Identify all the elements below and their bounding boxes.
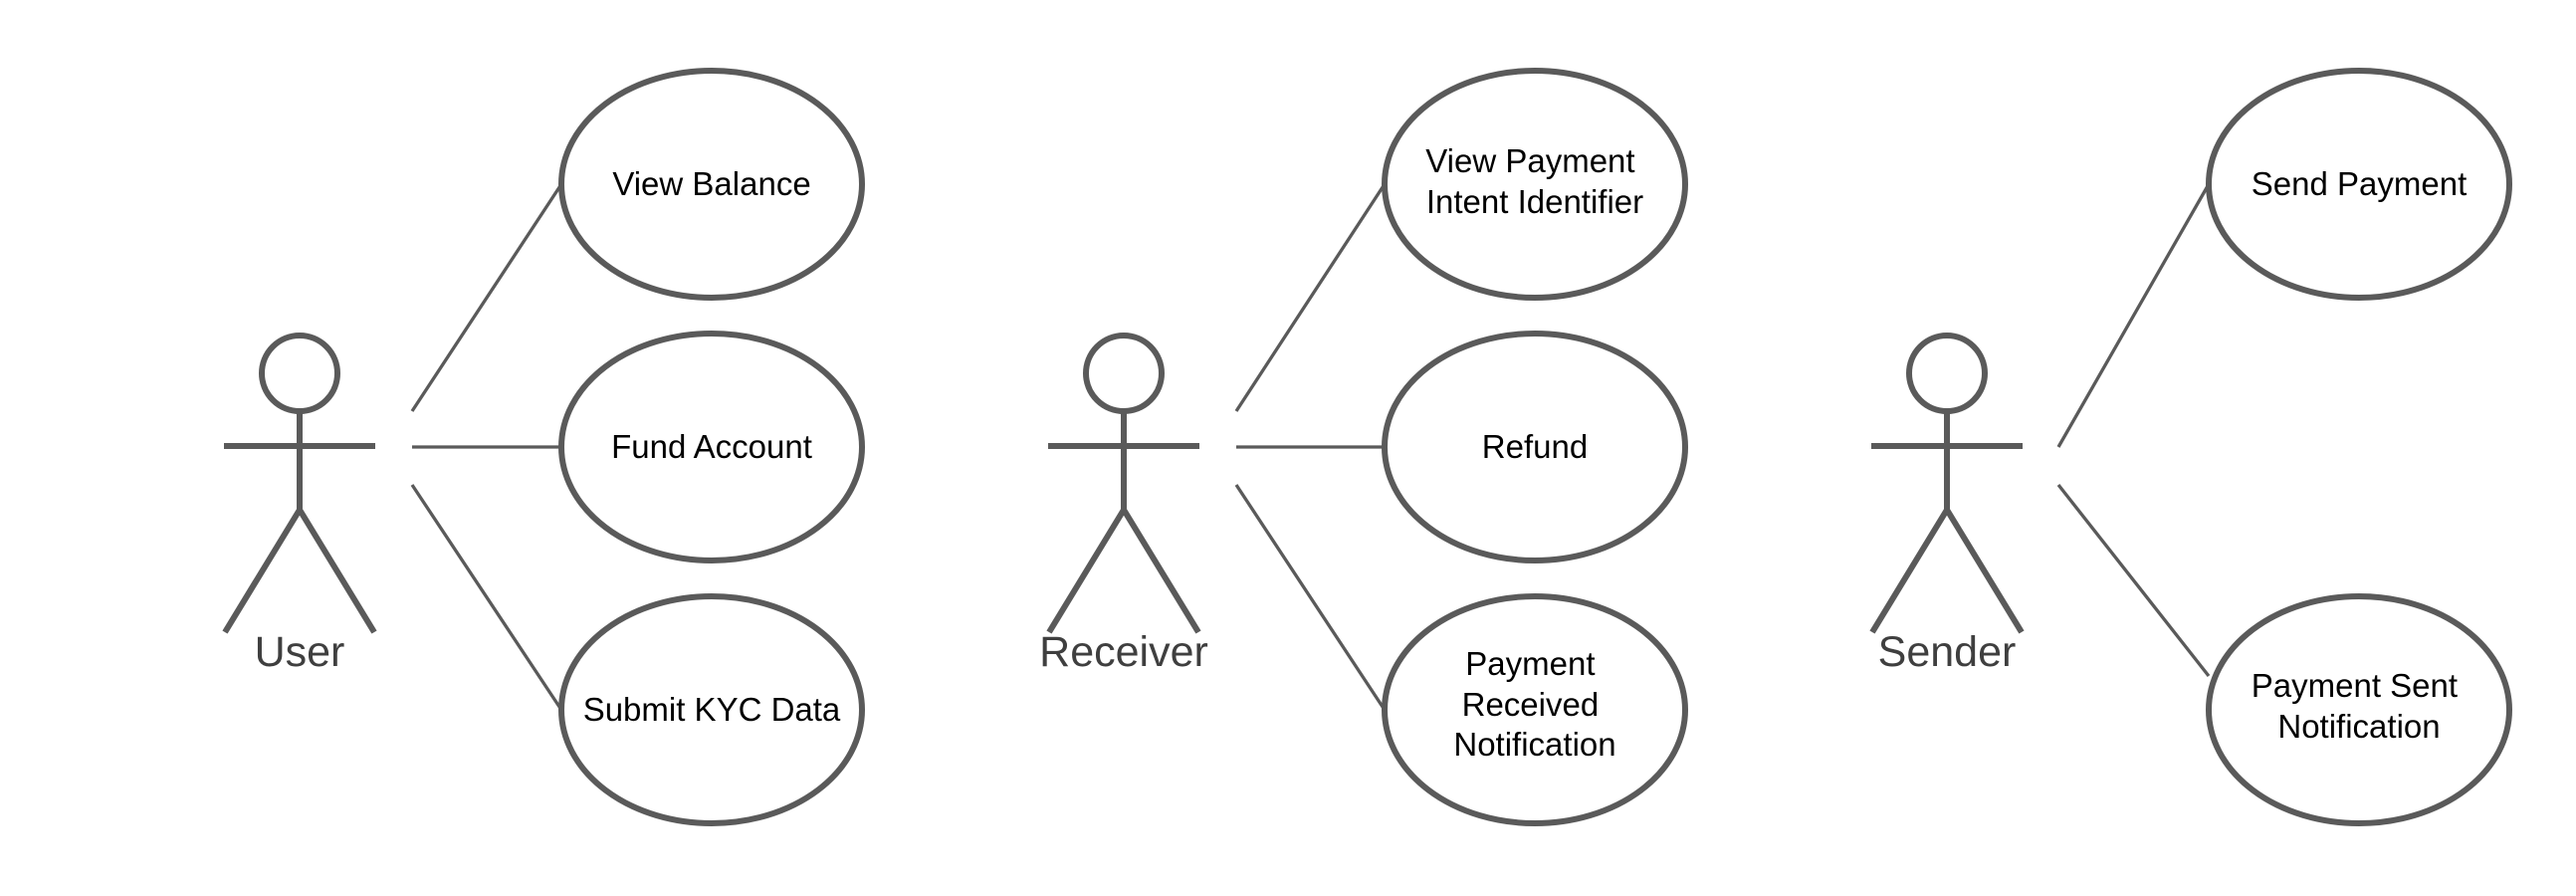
- actor-head: [1906, 333, 1988, 414]
- use-case-label-line: Payment: [1465, 645, 1595, 682]
- actor-right-leg: [297, 508, 377, 634]
- use-case-ellipse: [558, 331, 865, 563]
- use-case-label: Submit KYC Data: [583, 691, 841, 728]
- association-line: [410, 183, 563, 412]
- use-case-label-line: Payment Sent: [2252, 667, 2458, 704]
- use-case-label: Payment Sent Notification: [2252, 667, 2467, 745]
- use-case-ellipse: [2206, 593, 2512, 826]
- use-case-payment-received-notification[interactable]: Payment Received Notification: [1382, 593, 1688, 826]
- use-case-ellipse: [558, 68, 865, 301]
- association-line: [2056, 483, 2211, 678]
- use-case-label: View Payment Intent Identifier: [1425, 142, 1644, 220]
- use-case-label-line: Intent Identifier: [1426, 183, 1643, 220]
- use-case-ellipse: [1382, 331, 1688, 563]
- actor-label: User: [255, 628, 345, 676]
- use-case-label-line: Notification: [2277, 708, 2440, 745]
- association-line: [410, 484, 563, 711]
- use-case-label: Payment Received Notification: [1453, 645, 1615, 763]
- actor-right-leg: [1121, 508, 1201, 634]
- use-case-ellipse: [2206, 68, 2512, 301]
- use-case-label: Send Payment: [2252, 165, 2467, 202]
- use-case-submit-kyc-data[interactable]: Submit KYC Data: [558, 593, 865, 826]
- use-case-label-line: Received: [1462, 686, 1600, 723]
- use-case-label-line: Notification: [1453, 726, 1615, 763]
- use-case-send-payment[interactable]: Send Payment: [2206, 68, 2512, 301]
- use-case-view-payment-intent-identifier[interactable]: View Payment Intent Identifier: [1382, 68, 1688, 301]
- actor-right-leg: [1944, 508, 2025, 634]
- actor-receiver: Receiver: [1039, 333, 1208, 676]
- use-case-fund-account[interactable]: Fund Account: [558, 331, 865, 563]
- actor-left-leg: [222, 508, 303, 634]
- use-case-refund[interactable]: Refund: [1382, 331, 1688, 563]
- use-case-label-line: Fund Account: [611, 428, 812, 465]
- use-case-payment-sent-notification[interactable]: Payment Sent Notification: [2206, 593, 2512, 826]
- actor-head: [1083, 333, 1165, 414]
- use-case-label-line: View Payment: [1425, 142, 1634, 179]
- actor-label: Receiver: [1039, 628, 1208, 676]
- association-line: [2056, 183, 2211, 448]
- use-case-label-line: Refund: [1482, 428, 1588, 465]
- use-case-view-balance[interactable]: View Balance: [558, 68, 865, 301]
- actor-sender: Sender: [1869, 333, 2025, 676]
- use-case-ellipse: [558, 593, 865, 826]
- association-line: [1234, 183, 1387, 412]
- use-case-label: Fund Account: [611, 428, 812, 465]
- use-case-ellipse: [1382, 593, 1688, 826]
- use-case-label-line: Submit KYC Data: [583, 691, 841, 728]
- actor-left-leg: [1046, 508, 1127, 634]
- use-case-label-line: View Balance: [612, 165, 810, 202]
- use-case-label: Refund: [1482, 428, 1588, 465]
- actor-head: [259, 333, 340, 414]
- actor-left-leg: [1869, 508, 1950, 634]
- use-case-label: View Balance: [612, 165, 810, 202]
- use-case-label-line: Send Payment: [2252, 165, 2467, 202]
- association-line: [1234, 484, 1387, 711]
- actor-label: Sender: [1878, 628, 2017, 676]
- use-case-ellipse: [1382, 68, 1688, 301]
- actor-user: User: [222, 333, 377, 676]
